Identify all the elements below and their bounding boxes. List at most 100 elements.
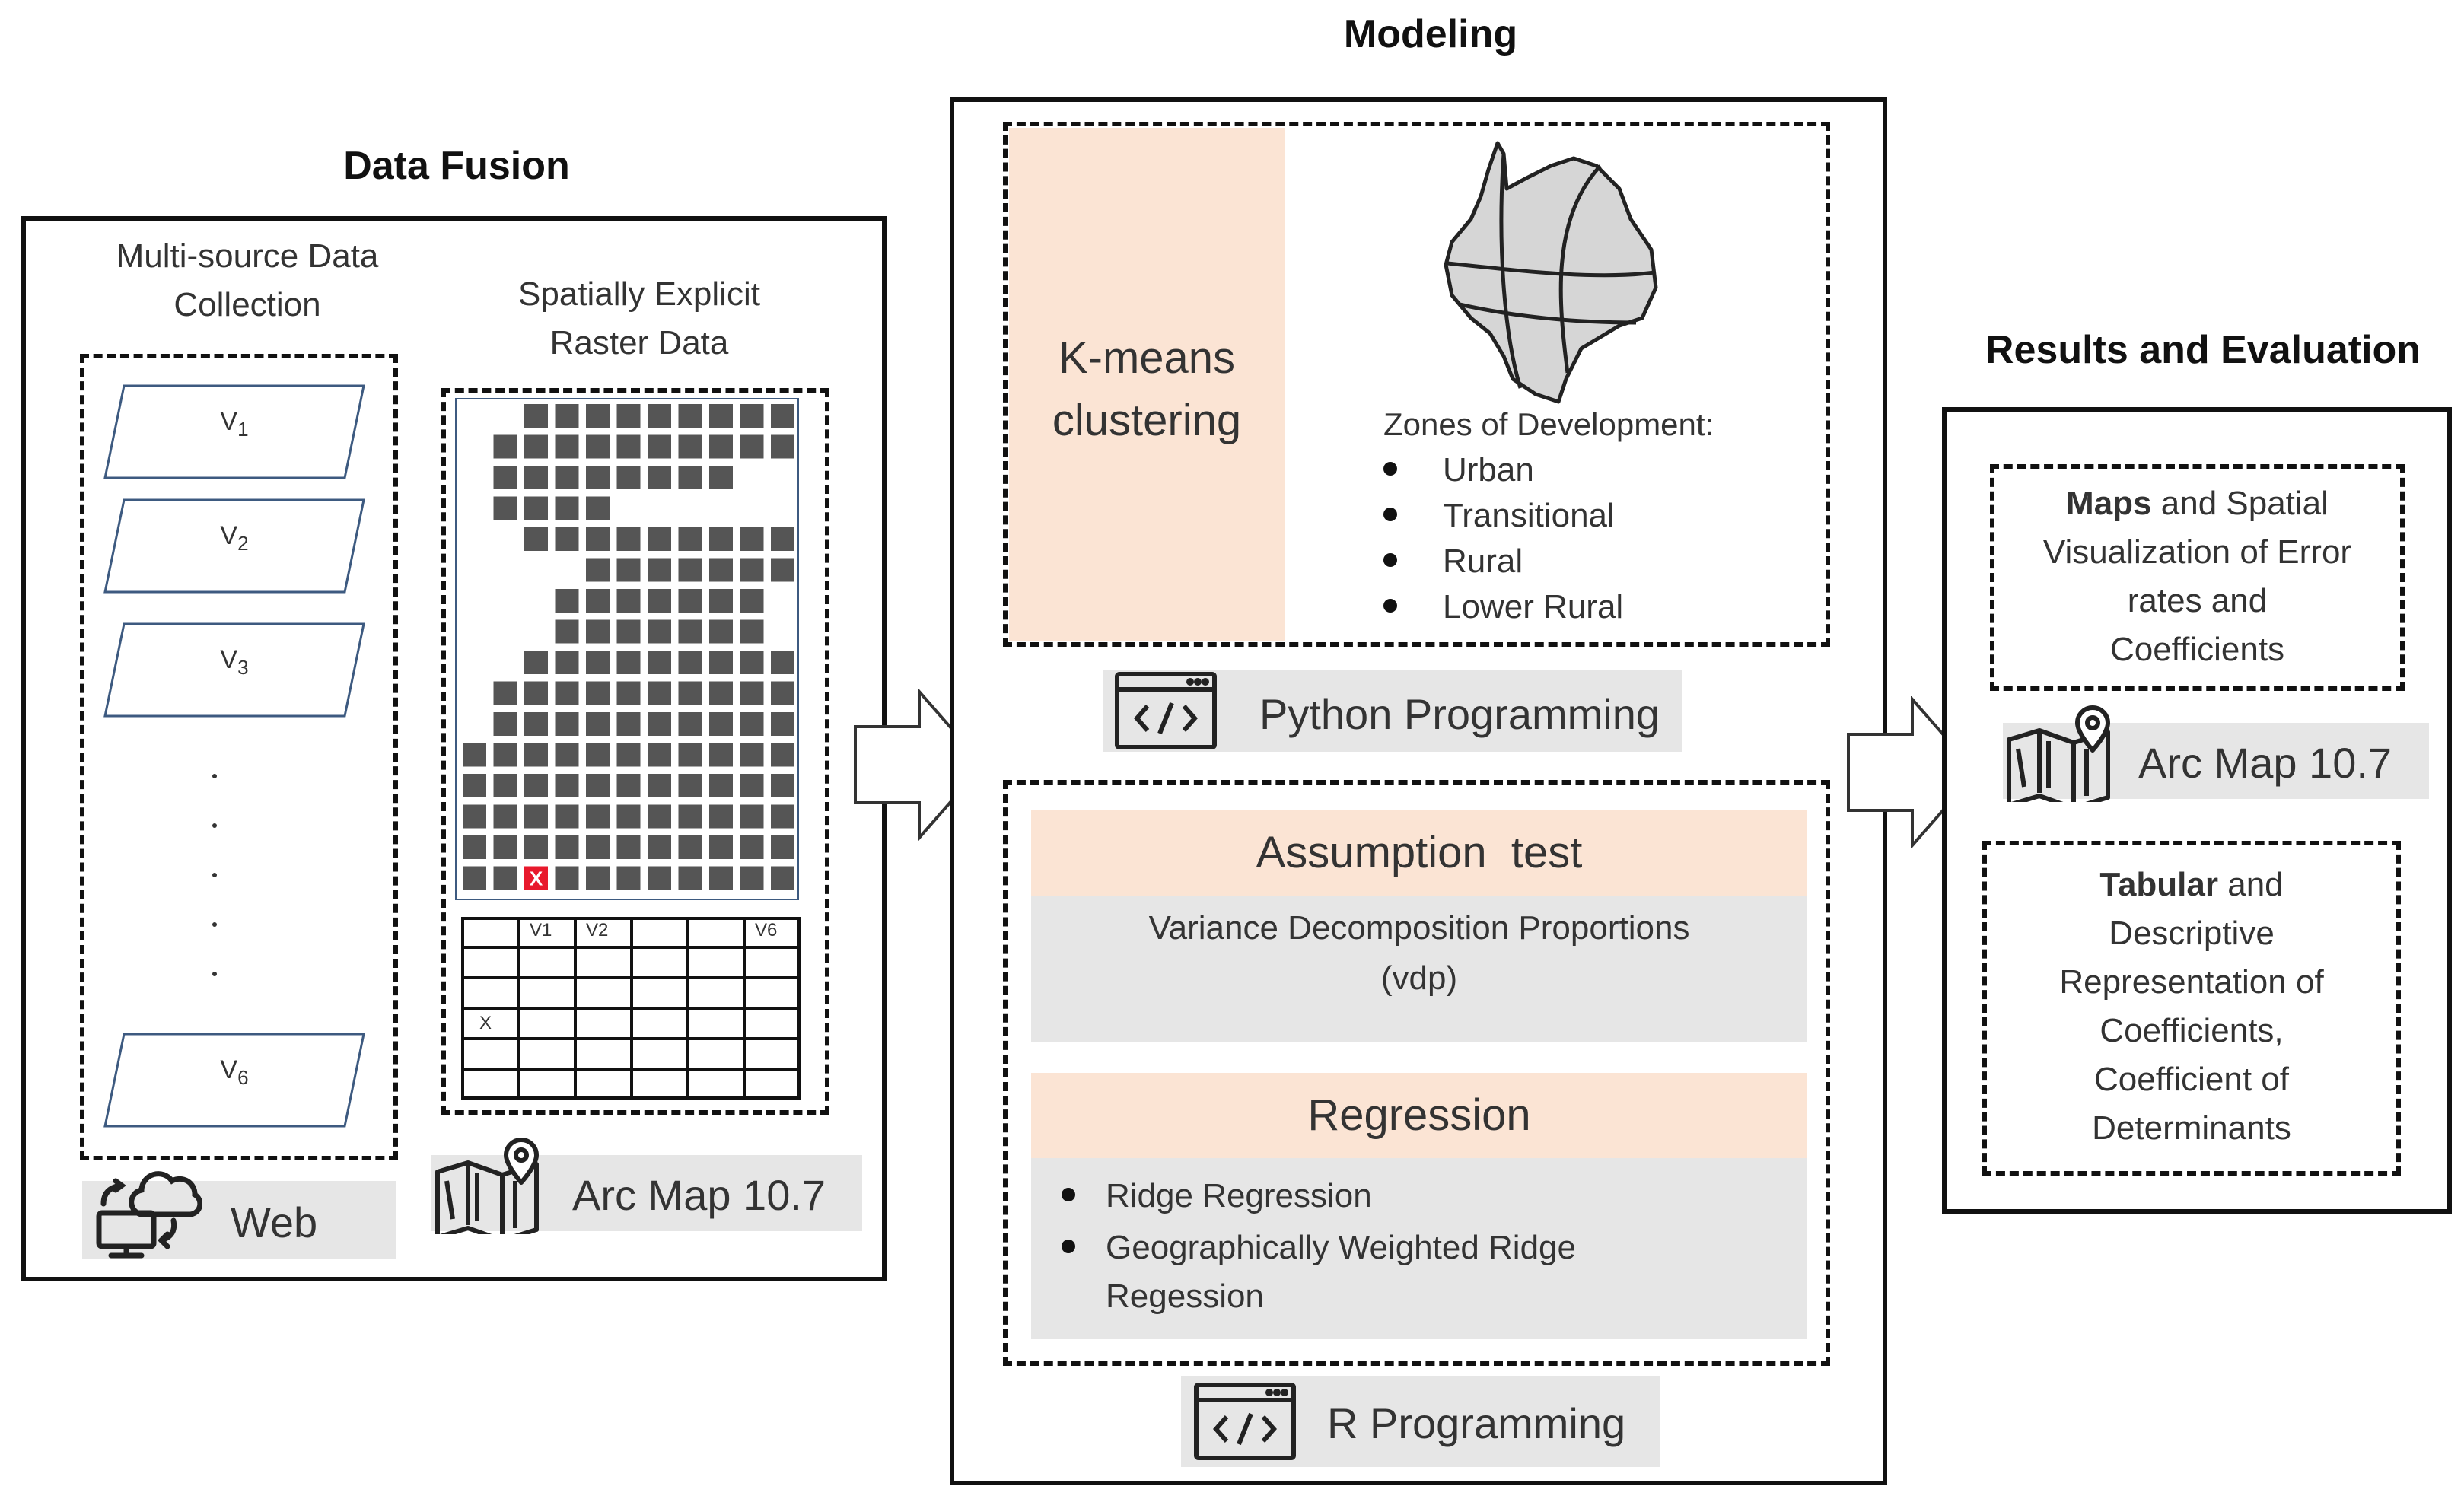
results-title: Results and Evaluation [1985, 328, 2421, 372]
raster-cell [555, 835, 579, 859]
raster-cell [524, 466, 548, 489]
raster-cell [771, 804, 794, 829]
raster-cell [616, 434, 641, 459]
r-programming-label: R Programming [1181, 1376, 1660, 1467]
raster-cell [771, 743, 794, 767]
raster-cell [493, 835, 517, 859]
maps-output-box: Maps and Spatial Visualization of Error … [1990, 464, 2405, 691]
raster-cell [555, 651, 579, 674]
raster-cell [678, 619, 702, 644]
raster-cell [648, 619, 671, 644]
raster-cell [709, 804, 733, 829]
raster-cell [771, 434, 794, 459]
attribute-table: V1 V2 V6 X [461, 917, 801, 1100]
raster-cell [648, 466, 671, 489]
raster-cell [616, 619, 641, 644]
raster-cell [740, 527, 764, 551]
zones-heading: Zones of Development: [1383, 406, 1714, 442]
raster-cell [709, 527, 733, 551]
raster-cell [524, 743, 548, 767]
raster-cell [555, 774, 579, 797]
raster-cell [616, 527, 641, 551]
raster-cell [771, 404, 794, 428]
arcmap-label-results: Arc Map 10.7 [2003, 705, 2429, 810]
multi-source-caption: Multi-source Data Collection [116, 237, 379, 323]
raster-cell [616, 558, 641, 582]
cloud-computer-icon [88, 1160, 203, 1262]
code-window-icon [1113, 670, 1219, 756]
raster-cell [616, 743, 641, 767]
modeling-title: Modeling [1343, 12, 1518, 56]
raster-cell [616, 804, 641, 829]
zones-legend: Zones of Development: Urban Transitional… [1383, 402, 1810, 630]
raster-cell [586, 558, 610, 582]
table-row-marker: X [479, 1013, 492, 1033]
raster-cell [678, 527, 702, 551]
raster-cell [555, 712, 579, 736]
raster-cell [493, 712, 517, 736]
raster-cell [524, 681, 548, 705]
raster-cell [616, 774, 641, 797]
raster-cell [771, 651, 794, 674]
raster-cell [616, 866, 641, 890]
raster-cell [678, 558, 702, 582]
raster-cell [648, 835, 671, 859]
raster-cell [524, 434, 548, 459]
raster-cell [648, 866, 671, 890]
raster-cell [648, 712, 671, 736]
raster-cell [648, 589, 671, 613]
variable-v6: V6 [101, 1033, 368, 1128]
raster-cell [586, 434, 610, 459]
raster-cell [709, 743, 733, 767]
raster-cell [709, 589, 733, 613]
variable-v1: V1 [101, 384, 368, 479]
table-header-v2: V2 [586, 920, 609, 940]
raster-cell [555, 434, 579, 459]
map-pin-icon [431, 1135, 561, 1243]
regression-item-ridge: Ridge Regression [1062, 1173, 1372, 1219]
raster-cell [493, 866, 517, 890]
raster-caption: Spatially Explicit Raster Data [518, 275, 760, 361]
raster-cell-marked [524, 866, 548, 890]
variable-v2: V2 [101, 498, 368, 594]
raster-cell [463, 835, 486, 859]
raster-cell [648, 774, 671, 797]
raster-cell [678, 434, 702, 459]
raster-cell [771, 835, 794, 859]
raster-cell [555, 866, 579, 890]
raster-cell [616, 589, 641, 613]
raster-cell [493, 804, 517, 829]
raster-cell [709, 681, 733, 705]
raster-cell [740, 558, 764, 582]
raster-cell [648, 404, 671, 428]
kmeans-box [1003, 122, 1830, 647]
raster-cell [555, 496, 579, 520]
raster-marker-label: X [530, 867, 543, 890]
python-programming-label: Python Programming [1103, 670, 1682, 752]
raster-cell [709, 404, 733, 428]
raster-cell [586, 589, 610, 613]
raster-cell [524, 404, 548, 428]
raster-cell [586, 466, 610, 489]
raster-cell [493, 434, 517, 459]
raster-cell [740, 619, 764, 644]
raster-cell [740, 712, 764, 736]
variables-box [80, 354, 398, 1160]
raster-cell [771, 866, 794, 890]
raster-cell [493, 743, 517, 767]
raster-cell [555, 404, 579, 428]
raster-cell [493, 466, 517, 489]
web-source-label: Web [82, 1171, 396, 1259]
raster-cell [555, 466, 579, 489]
raster-cell [678, 466, 702, 489]
raster-cell [555, 527, 579, 551]
regression-item-gwr-cont: Regession [1106, 1278, 1264, 1315]
raster-cell [463, 743, 486, 767]
code-window-icon [1192, 1380, 1298, 1466]
raster-cell [709, 558, 733, 582]
raster-cell [616, 404, 641, 428]
raster-cell [709, 434, 733, 459]
raster-cell [463, 774, 486, 797]
raster-cell [771, 681, 794, 705]
map-pin-icon [2003, 703, 2132, 810]
